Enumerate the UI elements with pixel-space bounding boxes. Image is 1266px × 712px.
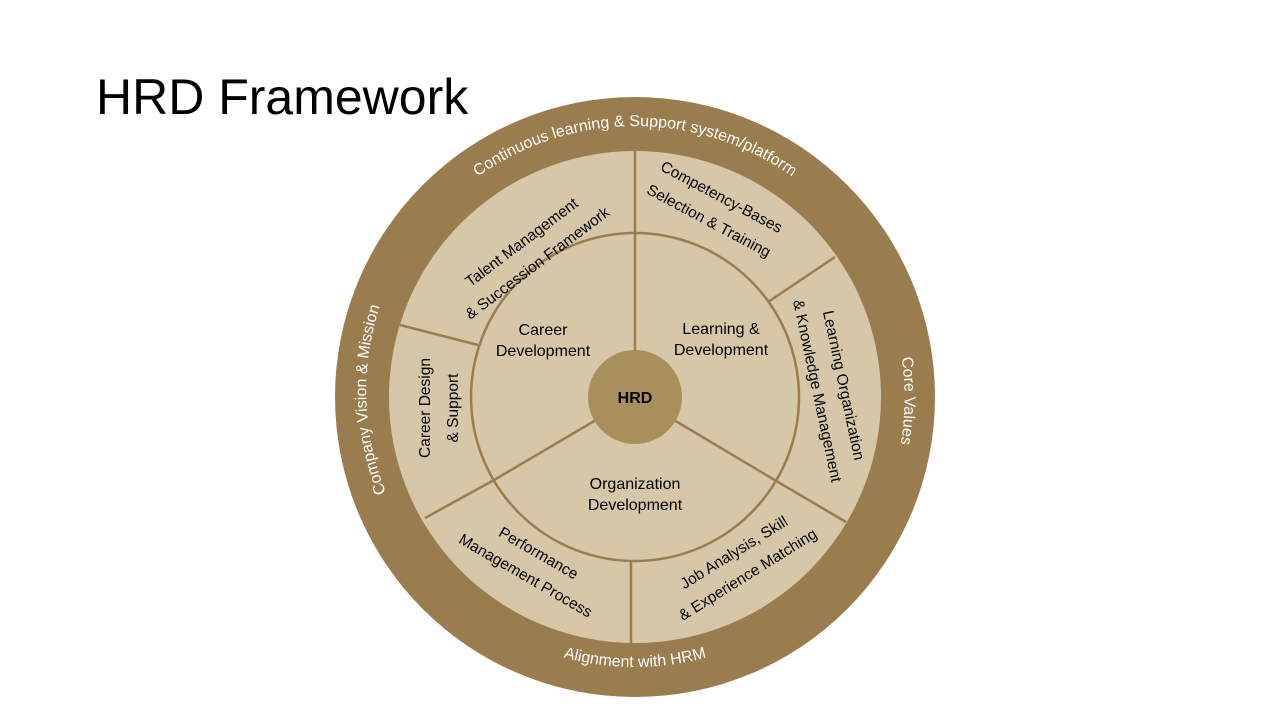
ring-label-right: Core Values	[897, 356, 918, 446]
hub-circle	[588, 350, 682, 444]
inner-organization-line1: Organization	[590, 476, 681, 493]
inner-career-line2: Development	[496, 343, 591, 360]
inner-organization: Organization Development	[588, 476, 683, 514]
inner-learning-line1: Learning &	[682, 321, 760, 338]
inner-career-line1: Career	[519, 322, 569, 339]
segment-career-design-line2: & Support	[445, 373, 462, 443]
segment-career-design-line1: Career Design	[417, 358, 434, 458]
hub-label: HRD	[618, 390, 653, 407]
inner-learning: Learning & Development	[674, 321, 769, 359]
segment-career-design: Career Design & Support	[417, 358, 462, 458]
inner-organization-line2: Development	[588, 497, 683, 514]
page-title: HRD Framework	[96, 69, 469, 125]
inner-dividers	[493, 233, 779, 484]
inner-learning-line2: Development	[674, 342, 769, 359]
segment-dividers	[399, 151, 847, 643]
inner-career: Career Development	[496, 322, 591, 360]
